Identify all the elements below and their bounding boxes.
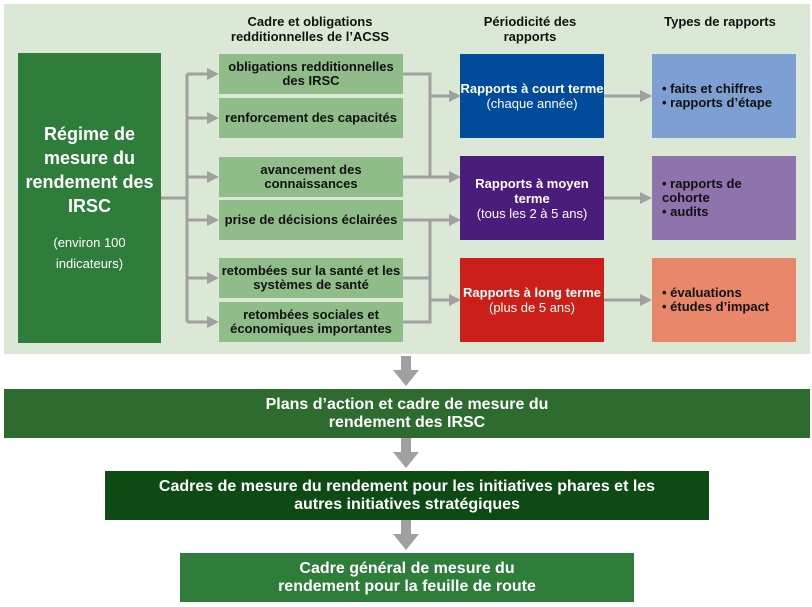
medium-term-period: (tous les 2 à 5 ans)	[476, 205, 588, 221]
header-obligations: Cadre et obligations redditionnelles de …	[230, 14, 390, 44]
types-box-medium: rapports de cohorte audits	[652, 156, 796, 240]
types-box-short: faits et chiffres rapports d’étape	[652, 54, 796, 138]
down-arrow-1-head	[393, 370, 419, 386]
types-item: faits et chiffres	[662, 82, 772, 96]
types-item: rapports d’étape	[662, 96, 772, 110]
header-periodicity: Périodicité des rapports	[483, 14, 577, 44]
down-arrow-2-head	[393, 452, 419, 468]
down-arrow-3-shaft	[401, 520, 411, 536]
long-term-title: Rapports à long terme	[463, 285, 601, 300]
types-item: audits	[662, 205, 758, 219]
obligation-box: avancement des connaissances	[219, 157, 403, 197]
types-item: études d’impact	[662, 300, 769, 314]
header-report-types: Types de rapports	[664, 14, 776, 29]
regime-box: Régime de mesure du rendement des IRSC (…	[18, 53, 161, 343]
types-list: faits et chiffres rapports d’étape	[662, 82, 772, 110]
obligation-box: prise de décisions éclairées	[219, 200, 403, 240]
band-general-framework-text: Cadre général de mesure du rendement pou…	[278, 559, 536, 595]
types-item: rapports de cohorte	[662, 177, 758, 205]
obligation-box: retombées sur la santé et les systèmes d…	[219, 258, 403, 298]
types-item: évaluations	[662, 286, 769, 300]
regime-subtitle: (environ 100 indicateurs)	[53, 235, 126, 271]
down-arrow-1-shaft	[401, 356, 411, 372]
bracket-upper	[403, 72, 432, 179]
types-list: évaluations études d’impact	[662, 286, 769, 314]
types-list: rapports de cohorte audits	[662, 177, 758, 219]
short-term-reports-box: Rapports à court terme (chaque année)	[460, 54, 604, 138]
long-term-reports-box: Rapports à long terme (plus de 5 ans)	[460, 258, 604, 342]
band-action-plans: Plans d’action et cadre de mesure du ren…	[4, 389, 810, 438]
band-flagship-frameworks: Cadres de mesure du rendement pour les i…	[105, 471, 709, 520]
short-term-title: Rapports à court terme	[460, 81, 604, 96]
medium-term-reports-box: Rapports à moyen terme (tous les 2 à 5 a…	[460, 156, 604, 240]
medium-term-title: Rapports à moyen terme	[475, 175, 589, 206]
down-arrow-2-shaft	[401, 438, 411, 454]
band-general-framework: Cadre général de mesure du rendement pou…	[180, 553, 634, 602]
obligation-box: renforcement des capacités	[219, 98, 403, 138]
types-box-long: évaluations études d’impact	[652, 258, 796, 342]
obligation-box: obligations redditionnelles des IRSC	[219, 54, 403, 94]
down-arrow-3-head	[393, 534, 419, 550]
regime-title: Régime de mesure du rendement des IRSC	[25, 124, 154, 216]
band-action-plans-text: Plans d’action et cadre de mesure du ren…	[265, 395, 549, 431]
obligation-box: retombées sociales et économiques import…	[219, 302, 403, 342]
short-term-period: (chaque année)	[486, 96, 578, 111]
long-term-period: (plus de 5 ans)	[489, 300, 575, 315]
bracket-lower	[403, 218, 432, 324]
band-flagship-frameworks-text: Cadres de mesure du rendement pour les i…	[158, 477, 656, 513]
